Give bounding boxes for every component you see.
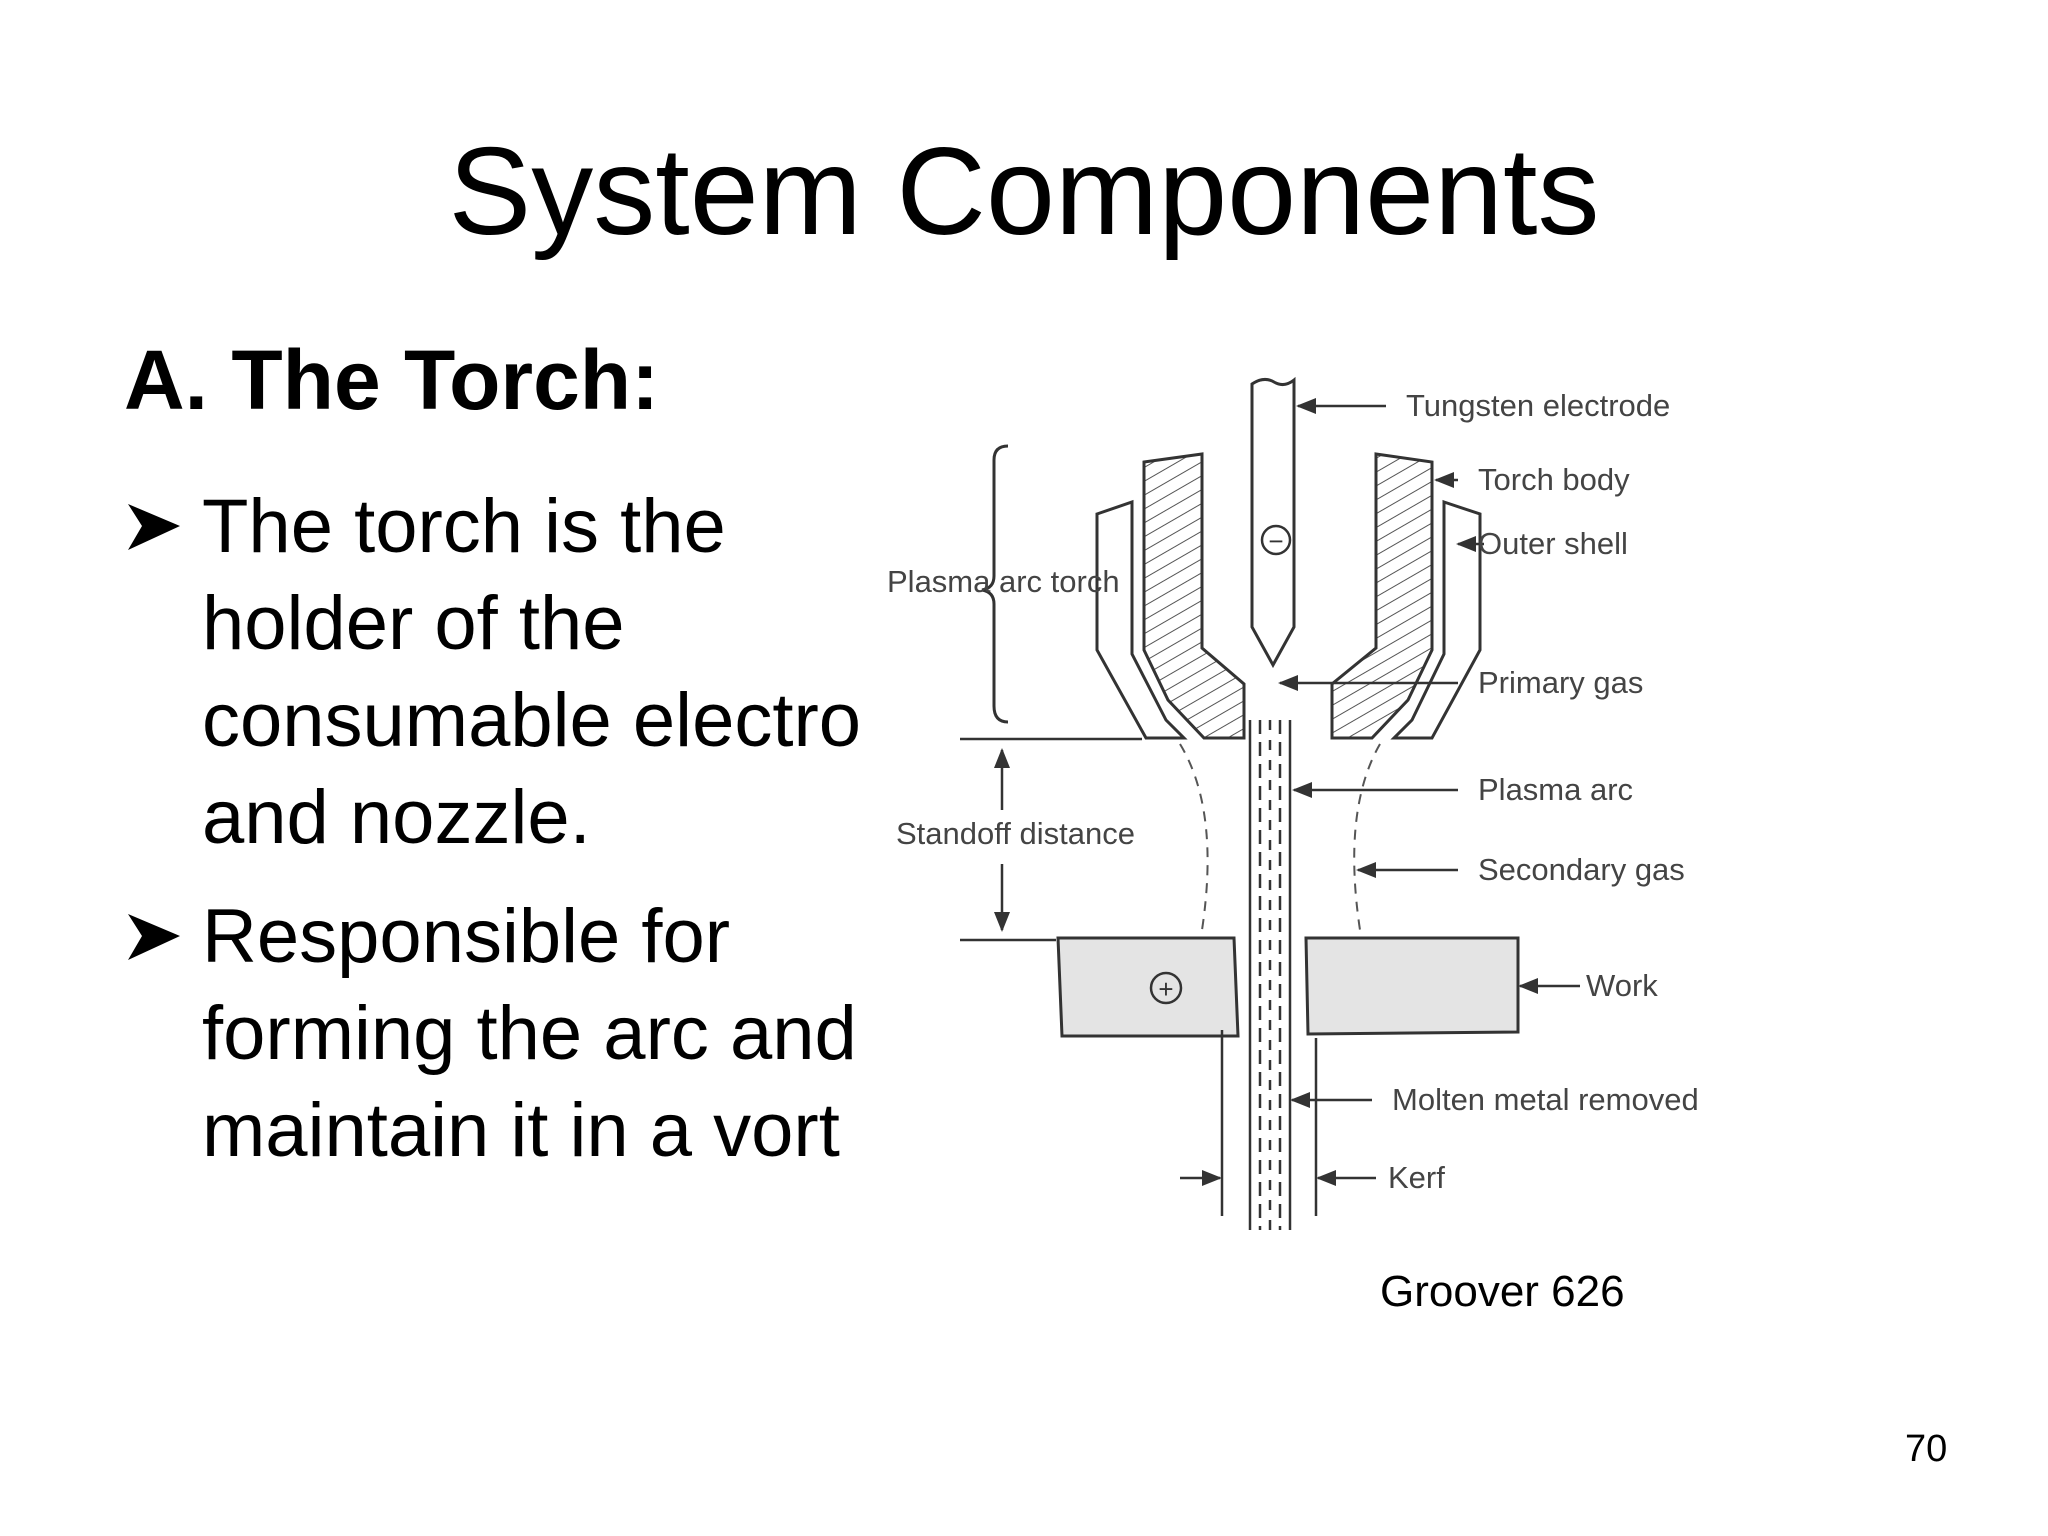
bullet-line: consumable electro — [202, 678, 862, 763]
secondary-gas-right — [1353, 743, 1381, 931]
tungsten-electrode — [1250, 376, 1296, 669]
label-work: Work — [1586, 968, 1658, 1003]
bullet-line: The torch is the — [202, 484, 726, 569]
bullet-item: Responsible for forming the arc and main… — [120, 888, 888, 1179]
plasma-arc-torch-diagram: − + — [887, 376, 1699, 1230]
label-plasma-arc-torch: Plasma arc torch — [887, 564, 1120, 599]
label-tungsten-electrode: Tungsten electrode — [1406, 388, 1670, 423]
torch-body-right — [1330, 452, 1434, 740]
work-polarity: + — [1158, 974, 1173, 1004]
outer-shell-right — [1390, 499, 1482, 740]
standoff-distance-marker — [960, 737, 1142, 942]
slide-title: System Components — [448, 123, 1600, 261]
electrode-polarity: − — [1268, 526, 1283, 556]
work-left — [1056, 936, 1240, 1038]
label-torch-body: Torch body — [1478, 462, 1630, 497]
plus-circle-icon — [1149, 971, 1183, 1005]
minus-circle-icon — [1260, 524, 1292, 556]
bullet-line: forming the arc and — [202, 991, 857, 1076]
label-molten-metal-removed: Molten metal removed — [1392, 1082, 1699, 1117]
label-standoff-distance: Standoff distance — [896, 816, 1135, 851]
work-right — [1304, 936, 1520, 1036]
bullet-item: The torch is the holder of the consumabl… — [120, 478, 888, 866]
label-kerf: Kerf — [1388, 1160, 1445, 1195]
bullet-line: maintain it in a vort — [202, 1088, 840, 1173]
bullet-list: The torch is the holder of the consumabl… — [120, 478, 888, 1238]
torch-brace — [981, 444, 1009, 724]
torch-body-left — [1142, 452, 1246, 740]
arrow-bullet-icon — [128, 504, 180, 550]
figure-caption: Groover 626 — [1380, 1267, 1625, 1316]
label-outer-shell: Outer shell — [1478, 526, 1628, 561]
bullet-line: and nozzle. — [202, 775, 591, 860]
page-number: 70 — [1905, 1428, 1948, 1470]
label-plasma-arc: Plasma arc — [1478, 772, 1633, 807]
arrow-bullet-icon — [128, 914, 180, 960]
secondary-gas-left — [1179, 743, 1209, 931]
label-secondary-gas: Secondary gas — [1478, 852, 1685, 887]
plasma-arc — [1248, 720, 1292, 1230]
kerf-marker — [1180, 1030, 1376, 1216]
section-heading: A. The Torch: — [124, 333, 660, 427]
bullet-line: Responsible for — [202, 894, 731, 979]
bullet-line: holder of the — [202, 581, 625, 666]
outer-shell-left — [1095, 499, 1188, 740]
label-primary-gas: Primary gas — [1478, 665, 1643, 700]
